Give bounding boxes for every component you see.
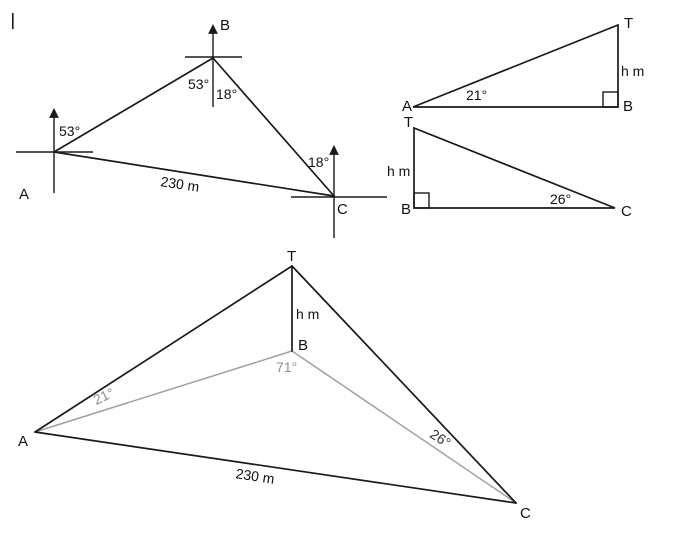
bearing-angle-c: 18°: [308, 154, 329, 170]
bearing-angle-a: 53°: [59, 123, 80, 139]
line-at: [34, 265, 293, 433]
vertex-label-c: C: [621, 203, 632, 220]
vertex-label-a: A: [19, 186, 29, 203]
angle-b-left: 53°: [188, 76, 209, 92]
distance-label-ac: 230 m: [235, 465, 276, 487]
bearing-diagram: A B C 53° 53° 18° 18° 230 m: [16, 17, 387, 238]
line-bc: [212, 57, 335, 197]
height-label: h m: [621, 63, 644, 79]
combined-3d-diagram: T h m B 71° A C 21° 26° 230 m: [18, 248, 531, 522]
height-label: h m: [387, 163, 410, 179]
line-bc-base: [291, 350, 517, 504]
vertex-label-t: T: [624, 15, 633, 32]
triangle-tbc-outline: [413, 126, 616, 209]
vertex-label-t: T: [404, 114, 413, 131]
angle-label-c: 26°: [550, 191, 571, 207]
vertex-label-t: T: [287, 248, 296, 265]
right-angle-marker-b: [413, 192, 430, 209]
right-triangle-tbc: T h m B 26° C: [387, 114, 632, 220]
distance-label-ac: 230 m: [160, 173, 201, 195]
angle-b-right: 18°: [216, 86, 237, 102]
vertex-label-b: B: [298, 337, 308, 354]
height-label: h m: [296, 306, 319, 322]
vertex-label-b: B: [623, 98, 633, 115]
right-angle-marker-b: [602, 91, 619, 108]
line-ab: [53, 57, 214, 153]
angle-label-a: 21°: [91, 384, 117, 407]
vertex-label-c: C: [337, 201, 348, 218]
text-cursor-artifact: [12, 13, 14, 29]
vertex-label-b: B: [401, 201, 411, 218]
angle-label-a: 21°: [466, 87, 487, 103]
angle-label-c: 26°: [427, 426, 453, 451]
vertex-label-c: C: [520, 505, 531, 522]
angle-label-b: 71°: [276, 359, 297, 375]
line-ac: [34, 431, 517, 504]
triangle-abt-outline: [412, 23, 619, 108]
vertex-label-a: A: [18, 433, 28, 450]
line-ac: [53, 151, 335, 197]
vertex-label-a: A: [402, 98, 412, 115]
vertex-label-b: B: [220, 17, 230, 34]
line-tc: [291, 265, 517, 504]
line-ab-base: [34, 350, 293, 433]
right-triangle-abt: A T B 21° h m: [402, 15, 644, 115]
